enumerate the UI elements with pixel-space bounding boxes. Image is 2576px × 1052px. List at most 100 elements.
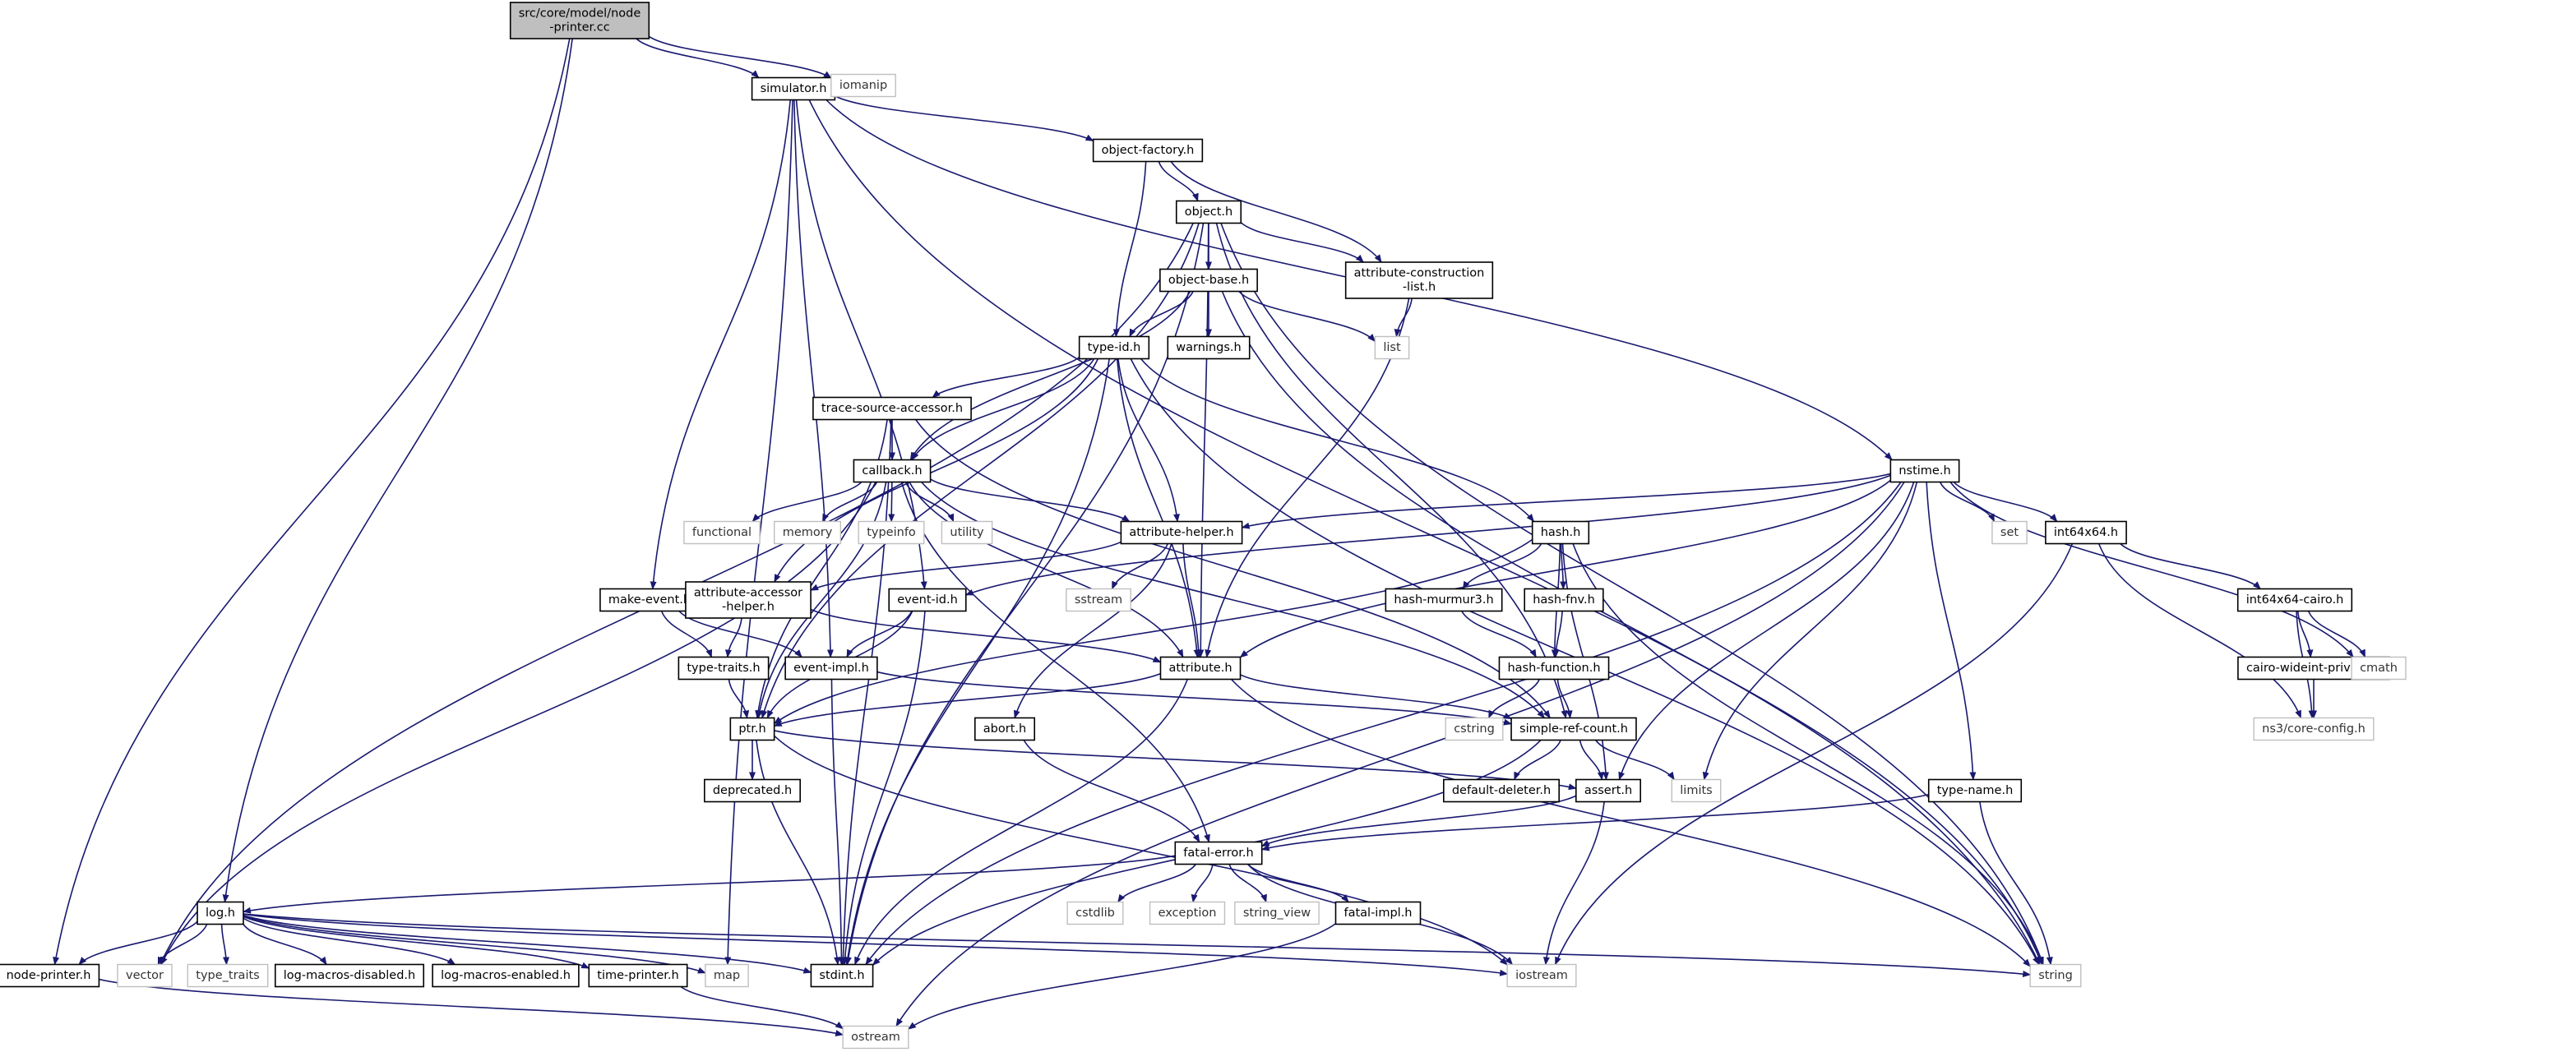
node-nstime[interactable]: nstime.h — [1889, 459, 1960, 483]
node-attribute-accessor-helper[interactable]: attribute-accessor-helper.h — [685, 581, 812, 619]
node-attribute-construction[interactable]: attribute-construction-list.h — [1344, 261, 1494, 299]
edge-nstime-to-set — [1939, 482, 1996, 523]
node-label: simulator.h — [761, 82, 827, 95]
node-label: iomanip — [839, 79, 887, 92]
node-default-deleter[interactable]: default-deleter.h — [1443, 778, 1560, 803]
node-iostream: iostream — [1506, 963, 1577, 988]
node-box — [1531, 520, 1590, 545]
node-type-id[interactable]: type-id.h — [1078, 335, 1150, 360]
node-ptr[interactable]: ptr.h — [729, 717, 775, 741]
node-label: attribute-accessor — [694, 587, 802, 600]
edge-event-id-to-stdint — [841, 611, 926, 966]
node-hash[interactable]: hash.h — [1531, 520, 1590, 545]
node-label: cmath — [2360, 662, 2398, 675]
node-label: int64x64.h — [2054, 526, 2118, 539]
node-assert[interactable]: assert.h — [1575, 778, 1641, 803]
edge-event-impl-to-simple-ref-count — [876, 671, 1513, 726]
node-box — [1498, 656, 1610, 681]
node-log[interactable]: log.h — [197, 901, 244, 925]
node-label: -helper.h — [722, 601, 775, 614]
node-hash-function[interactable]: hash-function.h — [1498, 656, 1610, 681]
node-object[interactable]: object.h — [1175, 200, 1242, 224]
node-fatal-impl[interactable]: fatal-impl.h — [1334, 901, 1422, 925]
node-box — [1159, 656, 1242, 681]
edge-type-id-to-trace-source-accessor — [932, 356, 1080, 399]
node-object-factory[interactable]: object-factory.h — [1092, 138, 1204, 163]
node-attribute-helper[interactable]: attribute-helper.h — [1120, 520, 1243, 545]
node-box — [599, 588, 700, 612]
node-box — [1159, 268, 1258, 293]
node-ns3-core-config: ns3/core-config.h — [2253, 717, 2375, 741]
node-label: abort.h — [983, 722, 1026, 736]
node-functional: functional — [683, 520, 761, 545]
edge-attribute-to-simple-ref-count — [1240, 674, 1512, 720]
node-box — [2029, 963, 2082, 988]
edge-int64x64-cairo-to-cairo-wideint-private — [2296, 611, 2314, 658]
node-label: map — [714, 969, 740, 982]
edge-ptr-to-iostream — [774, 735, 1508, 966]
edge-log-to-type_traits — [220, 924, 230, 966]
node-hash-murmur3[interactable]: hash-murmur3.h — [1385, 588, 1503, 612]
node-label: int64x64-cairo.h — [2246, 593, 2344, 607]
node-deprecated[interactable]: deprecated.h — [704, 778, 801, 803]
node-int64x64[interactable]: int64x64.h — [2045, 520, 2127, 545]
edge-type-name-to-fatal-error — [1260, 793, 1929, 851]
node-attribute[interactable]: attribute.h — [1159, 656, 1242, 681]
node-label: attribute-helper.h — [1129, 526, 1233, 539]
node-stdint[interactable]: stdint.h — [810, 963, 874, 988]
node-hash-fnv[interactable]: hash-fnv.h — [1524, 588, 1604, 612]
node-cmath: cmath — [2351, 656, 2407, 681]
node-box — [812, 396, 972, 421]
edge-simple-ref-count-to-default-deleter — [1514, 740, 1561, 781]
edge-object-to-attribute — [1197, 223, 1209, 658]
node-label: limits — [1680, 784, 1712, 797]
node-fatal-error[interactable]: fatal-error.h — [1174, 841, 1263, 865]
edge-object-factory-to-object — [1158, 161, 1199, 202]
node-type-name[interactable]: type-name.h — [1927, 778, 2023, 803]
edge-callback-to-ptr — [756, 482, 887, 719]
edge-callback-to-attribute — [909, 482, 1184, 658]
edge-attribute-to-ptr — [773, 672, 1161, 727]
node-root[interactable]: src/core/model/node-printer.cc — [509, 2, 650, 39]
edge-attribute-to-stdint — [853, 679, 1189, 966]
edge-simulator-to-make-event — [650, 99, 791, 590]
node-warnings[interactable]: warnings.h — [1167, 335, 1251, 360]
node-object-base[interactable]: object-base.h — [1159, 268, 1258, 293]
node-label: cstring — [1454, 722, 1495, 736]
node-box — [1174, 841, 1263, 865]
node-node-printer[interactable]: node-printer.h — [0, 963, 100, 988]
node-trace-source-accessor[interactable]: trace-source-accessor.h — [812, 396, 972, 421]
node-box — [1078, 335, 1150, 360]
node-box — [1120, 520, 1243, 545]
edge-simulator-to-object-factory — [835, 95, 1094, 142]
node-box — [1066, 588, 1131, 612]
node-simple-ref-count[interactable]: simple-ref-count.h — [1510, 717, 1637, 741]
node-time-printer[interactable]: time-printer.h — [588, 963, 688, 988]
node-make-event[interactable]: make-event.h — [599, 588, 700, 612]
edge-node-printer-to-ostream — [99, 978, 844, 1036]
node-type-traits[interactable]: type-traits.h — [678, 656, 770, 681]
node-label: ns3/core-config.h — [2262, 722, 2366, 736]
node-abort[interactable]: abort.h — [974, 717, 1036, 741]
node-box — [1334, 901, 1422, 925]
node-log-macros-enabled[interactable]: log-macros-enabled.h — [432, 963, 580, 988]
edge-type-id-to-hash — [1140, 358, 1535, 523]
node-simulator[interactable]: simulator.h — [751, 76, 836, 101]
node-event-id[interactable]: event-id.h — [888, 588, 967, 612]
node-box — [117, 963, 173, 988]
node-log-macros-disabled[interactable]: log-macros-disabled.h — [274, 963, 425, 988]
edge-simulator-to-string — [808, 99, 2041, 966]
node-label: type-id.h — [1088, 341, 1141, 354]
node-callback[interactable]: callback.h — [853, 459, 932, 483]
node-set: set — [1991, 520, 2028, 545]
edge-nstime-to-cmath — [1949, 482, 2354, 658]
edge-attribute-helper-to-abort — [1013, 543, 1172, 719]
node-int64x64-cairo[interactable]: int64x64-cairo.h — [2236, 588, 2353, 612]
node-event-impl[interactable]: event-impl.h — [784, 656, 878, 681]
edge-nstime-to-stdint — [865, 482, 1902, 966]
node-box — [1167, 335, 1251, 360]
edge-object-base-to-type-id — [1129, 291, 1194, 338]
edge-object-to-ptr — [761, 223, 1200, 719]
node-box — [1506, 963, 1577, 988]
edge-object-to-string — [1220, 223, 2044, 966]
